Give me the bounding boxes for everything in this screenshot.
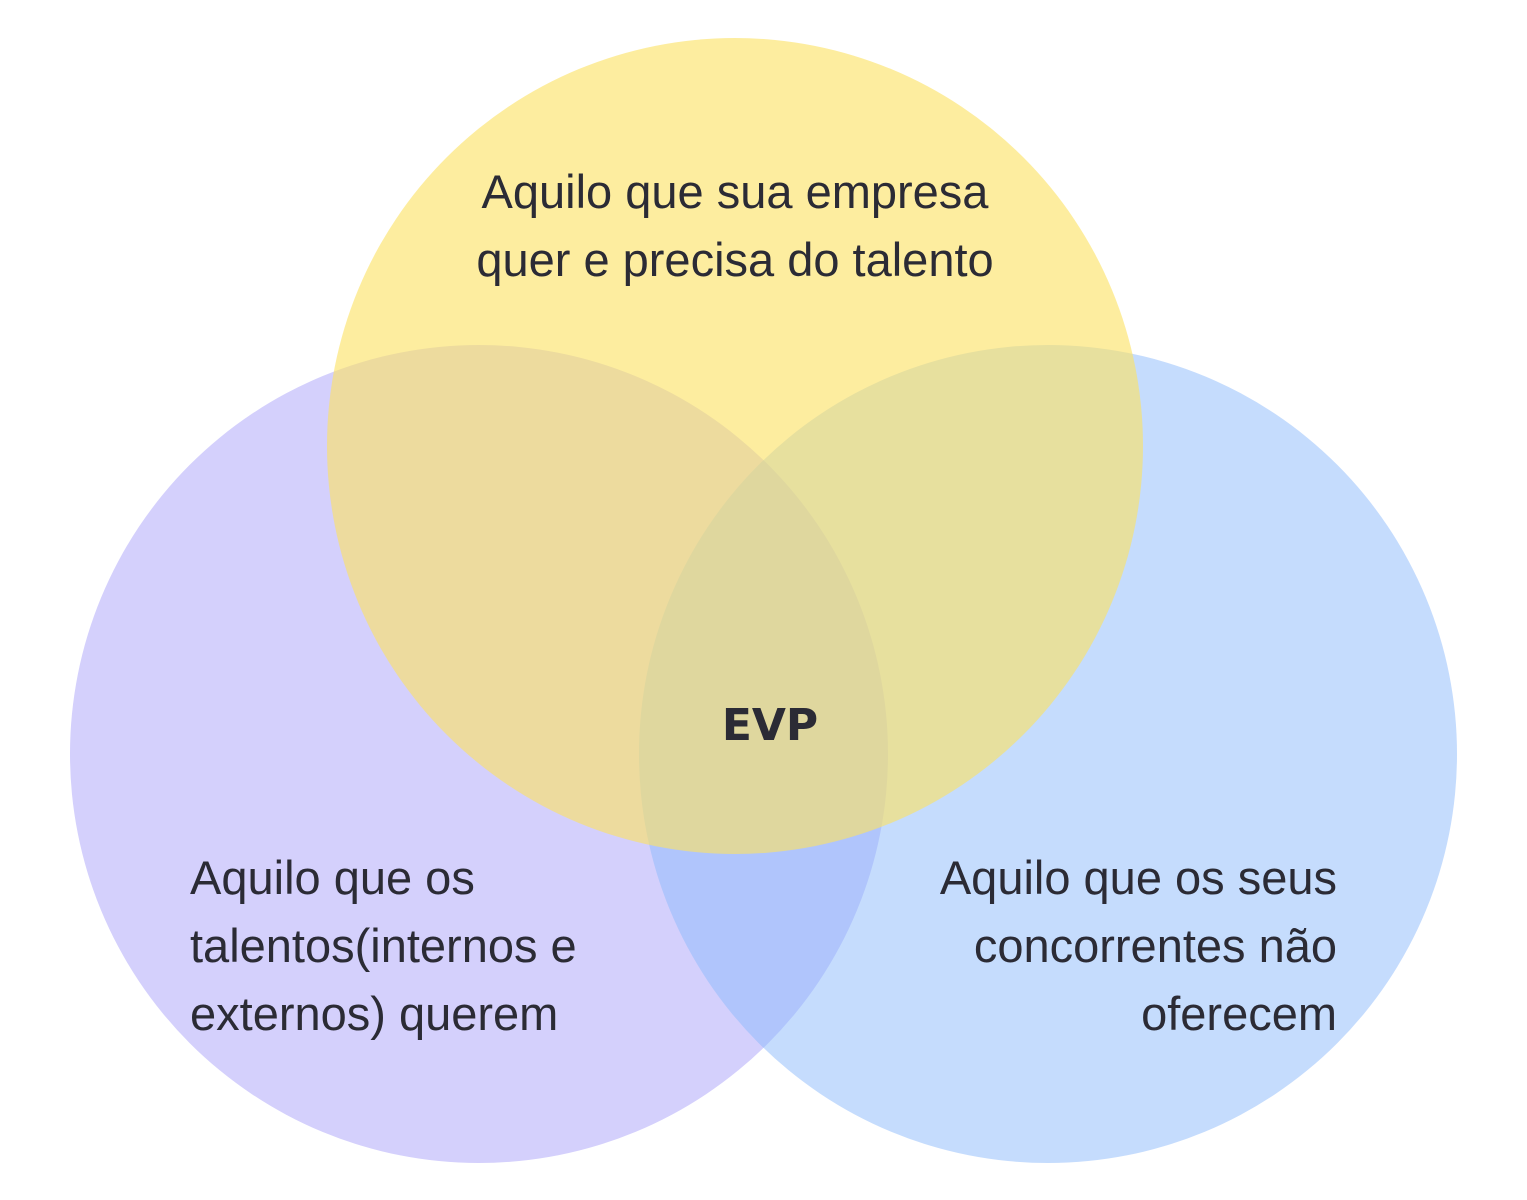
label-line: Aquilo que os seus — [939, 851, 1337, 904]
label-line: Aquilo que sua empresa — [481, 165, 989, 218]
evp-center-label: EVP — [721, 700, 819, 751]
label-line: externos) querem — [190, 987, 559, 1040]
label-line: Aquilo que os — [190, 851, 475, 904]
company-label: Aquilo que sua empresa quer e precisa do… — [385, 158, 1085, 294]
label-line: talentos(internos e — [190, 919, 577, 972]
label-line: concorrentes não — [973, 919, 1337, 972]
competitors-label: Aquilo que os seus concorrentes não ofer… — [940, 844, 1337, 1048]
talents-label: Aquilo que os talentos(internos e extern… — [190, 844, 577, 1048]
company-circle — [327, 38, 1143, 854]
label-line: oferecem — [1141, 987, 1337, 1040]
label-line: quer e precisa do talento — [476, 233, 994, 286]
